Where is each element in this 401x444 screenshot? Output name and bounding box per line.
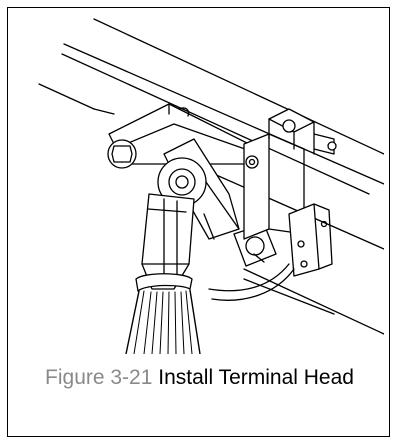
figure-number: Figure 3-21 xyxy=(45,366,153,389)
cable xyxy=(125,289,201,354)
switch-housing xyxy=(243,108,337,277)
figure-caption: Figure 3-21 Install Terminal Head xyxy=(8,365,391,391)
switch-wire xyxy=(208,263,295,301)
arm-bracket xyxy=(107,103,260,169)
figure-title: Install Terminal Head xyxy=(158,366,354,389)
terminal-head-illustration xyxy=(38,18,384,354)
pivot-arm xyxy=(157,138,240,240)
terminal-head xyxy=(135,193,195,292)
